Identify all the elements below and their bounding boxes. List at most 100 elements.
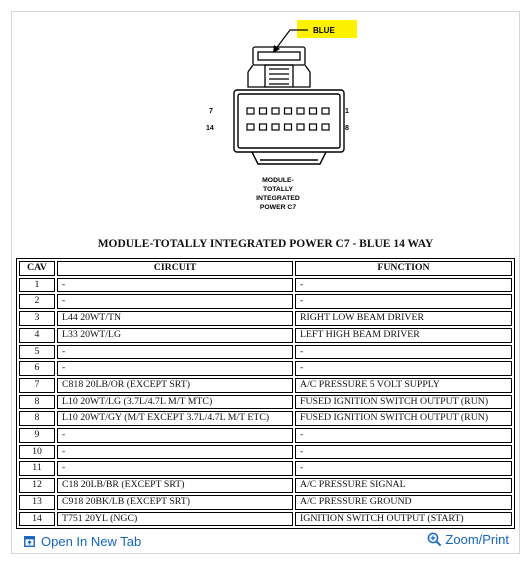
connector-cavity xyxy=(258,123,268,131)
pin-label-bottom-left: 14 xyxy=(206,125,214,132)
cell-circuit: - xyxy=(57,294,293,310)
cell-cav: 10 xyxy=(19,444,55,460)
cell-function: A/C PRESSURE GROUND xyxy=(295,494,512,510)
cell-circuit: - xyxy=(57,428,293,443)
zoom-print-link[interactable]: Zoom/Print xyxy=(427,532,509,547)
connector-cavity xyxy=(271,107,280,115)
cell-cav: 1 xyxy=(19,277,55,293)
connector-diagram: BLUE 7 1 14 8 xyxy=(206,20,357,211)
module-label-line-1: MODULE- xyxy=(262,177,294,184)
cell-circuit: - xyxy=(57,461,293,477)
cell-cav: 12 xyxy=(19,478,55,493)
cell-cav: 11 xyxy=(19,461,55,477)
connector-cavity xyxy=(246,107,255,115)
cell-circuit: L10 20WT/GY (M/T EXCEPT 3.7L/4.7L M/T ET… xyxy=(57,411,293,427)
cell-function: IGNITION SWITCH OUTPUT (START) xyxy=(295,511,512,527)
cell-function: - xyxy=(295,294,512,310)
cell-cav: 8 xyxy=(19,394,55,410)
cell-function: - xyxy=(295,428,512,443)
callout-label: BLUE xyxy=(313,26,335,35)
cell-cav: 9 xyxy=(19,428,55,443)
cell-cav: 4 xyxy=(19,327,55,343)
table-row: 9-- xyxy=(19,428,512,443)
cell-cav: 7 xyxy=(19,377,55,393)
connector-cavity xyxy=(246,123,255,131)
table-row: 11-- xyxy=(19,461,512,477)
module-label-line-2: TOTALLY xyxy=(263,186,294,193)
cell-function: A/C PRESSURE SIGNAL xyxy=(295,478,512,493)
connector-title: MODULE-TOTALLY INTEGRATED POWER C7 - BLU… xyxy=(97,238,434,250)
cell-circuit: - xyxy=(57,344,293,360)
cell-function: A/C PRESSURE 5 VOLT SUPPLY xyxy=(295,377,512,393)
cell-function: - xyxy=(295,361,512,376)
table-row: 6-- xyxy=(19,361,512,376)
cell-cav: 13 xyxy=(19,494,55,510)
cell-cav: 14 xyxy=(19,511,55,527)
cell-cav: 2 xyxy=(19,294,55,310)
cell-circuit: L44 20WT/TN xyxy=(57,311,293,326)
zoom-print-label: Zoom/Print xyxy=(445,532,509,547)
connector-cavity xyxy=(321,123,330,131)
image-footer: Open In New Tab Zoom/Print xyxy=(12,529,519,553)
cell-cav: 5 xyxy=(19,344,55,360)
cell-function: FUSED IGNITION SWITCH OUTPUT (RUN) xyxy=(295,411,512,427)
cell-function: - xyxy=(295,461,512,477)
connector-cavity xyxy=(308,123,318,131)
cell-function: - xyxy=(295,344,512,360)
header-cav: CAV xyxy=(19,261,55,276)
table-row: 2-- xyxy=(19,294,512,310)
blue-callout-highlight xyxy=(297,20,357,38)
module-label-line-3: INTEGRATED xyxy=(256,195,300,202)
connector-cavity xyxy=(258,107,268,115)
cell-circuit: L33 20WT/LG xyxy=(57,327,293,343)
image-frame: BLUE 7 1 14 8 xyxy=(11,11,520,554)
connector-cavity xyxy=(283,107,293,115)
zoom-in-icon xyxy=(428,532,442,547)
connector-cavity xyxy=(271,123,280,131)
cell-circuit: - xyxy=(57,277,293,293)
pin-label-top-right: 1 xyxy=(345,108,349,115)
connector-body xyxy=(233,89,345,165)
module-label-line-4: POWER C7 xyxy=(260,204,296,211)
cell-circuit: C18 20LB/BR (EXCEPT SRT) xyxy=(57,478,293,493)
cell-circuit: - xyxy=(57,361,293,376)
open-in-new-tab-label: Open In New Tab xyxy=(41,534,142,549)
cell-circuit: T751 20YL (NGC) xyxy=(57,511,293,527)
open-new-tab-icon xyxy=(24,536,35,547)
connector-cavities xyxy=(246,107,330,131)
open-in-new-tab-link[interactable]: Open In New Tab xyxy=(24,534,141,549)
cell-function: - xyxy=(295,277,512,293)
cell-function: LEFT HIGH BEAM DRIVER xyxy=(295,327,512,343)
table-header-row: CAV CIRCUIT FUNCTION xyxy=(19,261,512,276)
header-function: FUNCTION xyxy=(295,261,512,276)
cell-function: - xyxy=(295,444,512,460)
header-circuit: CIRCUIT xyxy=(57,261,293,276)
cell-circuit: C818 20LB/OR (EXCEPT SRT) xyxy=(57,377,293,393)
table-row: 10-- xyxy=(19,444,512,460)
cell-circuit: C918 20BK/LB (EXCEPT SRT) xyxy=(57,494,293,510)
connector-latch xyxy=(247,46,311,88)
cell-cav: 6 xyxy=(19,361,55,376)
cell-cav: 8 xyxy=(19,411,55,427)
connector-cavity xyxy=(283,123,293,131)
connector-cavity xyxy=(308,107,318,115)
cell-function: FUSED IGNITION SWITCH OUTPUT (RUN) xyxy=(295,394,512,410)
cell-circuit: L10 20WT/LG (3.7L/4.7L M/T MTC) xyxy=(57,394,293,410)
table-row: 5-- xyxy=(19,344,512,360)
connector-cavity xyxy=(321,107,330,115)
pin-label-bottom-right: 8 xyxy=(345,125,349,132)
cell-cav: 3 xyxy=(19,311,55,326)
table-row: 1-- xyxy=(19,277,512,293)
connector-cavity xyxy=(296,107,305,115)
cell-function: RIGHT LOW BEAM DRIVER xyxy=(295,311,512,326)
